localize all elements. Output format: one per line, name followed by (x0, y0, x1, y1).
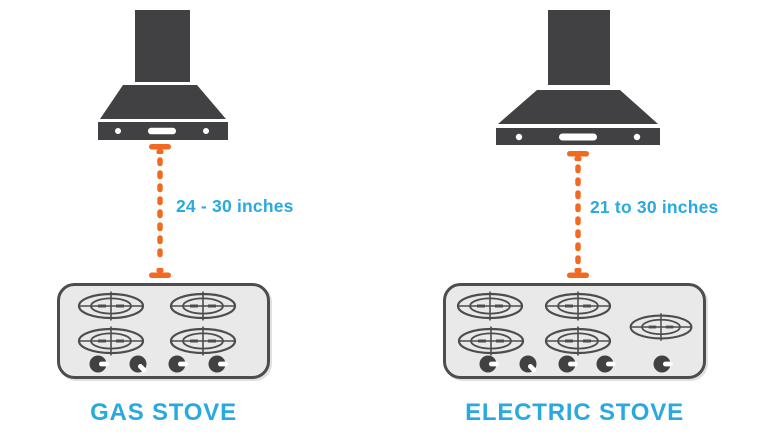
gas-stove-icon (57, 283, 270, 379)
distance-measure-line (149, 144, 171, 278)
hood-base (98, 122, 228, 140)
hood-canopy (100, 85, 226, 119)
hood-light-slot (559, 133, 597, 141)
electric-stove-title: ELECTRIC STOVE (465, 399, 684, 426)
hood-rivet-icon (115, 128, 121, 134)
range-hood-icon (496, 10, 660, 145)
distance-measure-line (567, 151, 589, 278)
hood-chimney (135, 10, 190, 82)
gas-stove-title: GAS STOVE (90, 399, 237, 426)
hood-light-slot (148, 127, 176, 135)
electric-stove-icon (443, 283, 706, 379)
hood-rivet-icon (633, 133, 641, 141)
distance-label: 24 - 30 inches (176, 196, 294, 216)
hood-rivet-icon (515, 133, 523, 141)
hood-base (496, 128, 660, 145)
hood-rivet-icon (203, 128, 209, 134)
distance-label: 21 to 30 inches (590, 197, 719, 217)
hood-canopy (498, 90, 658, 124)
hood-chimney (548, 10, 610, 85)
range-hood-icon (98, 10, 228, 140)
